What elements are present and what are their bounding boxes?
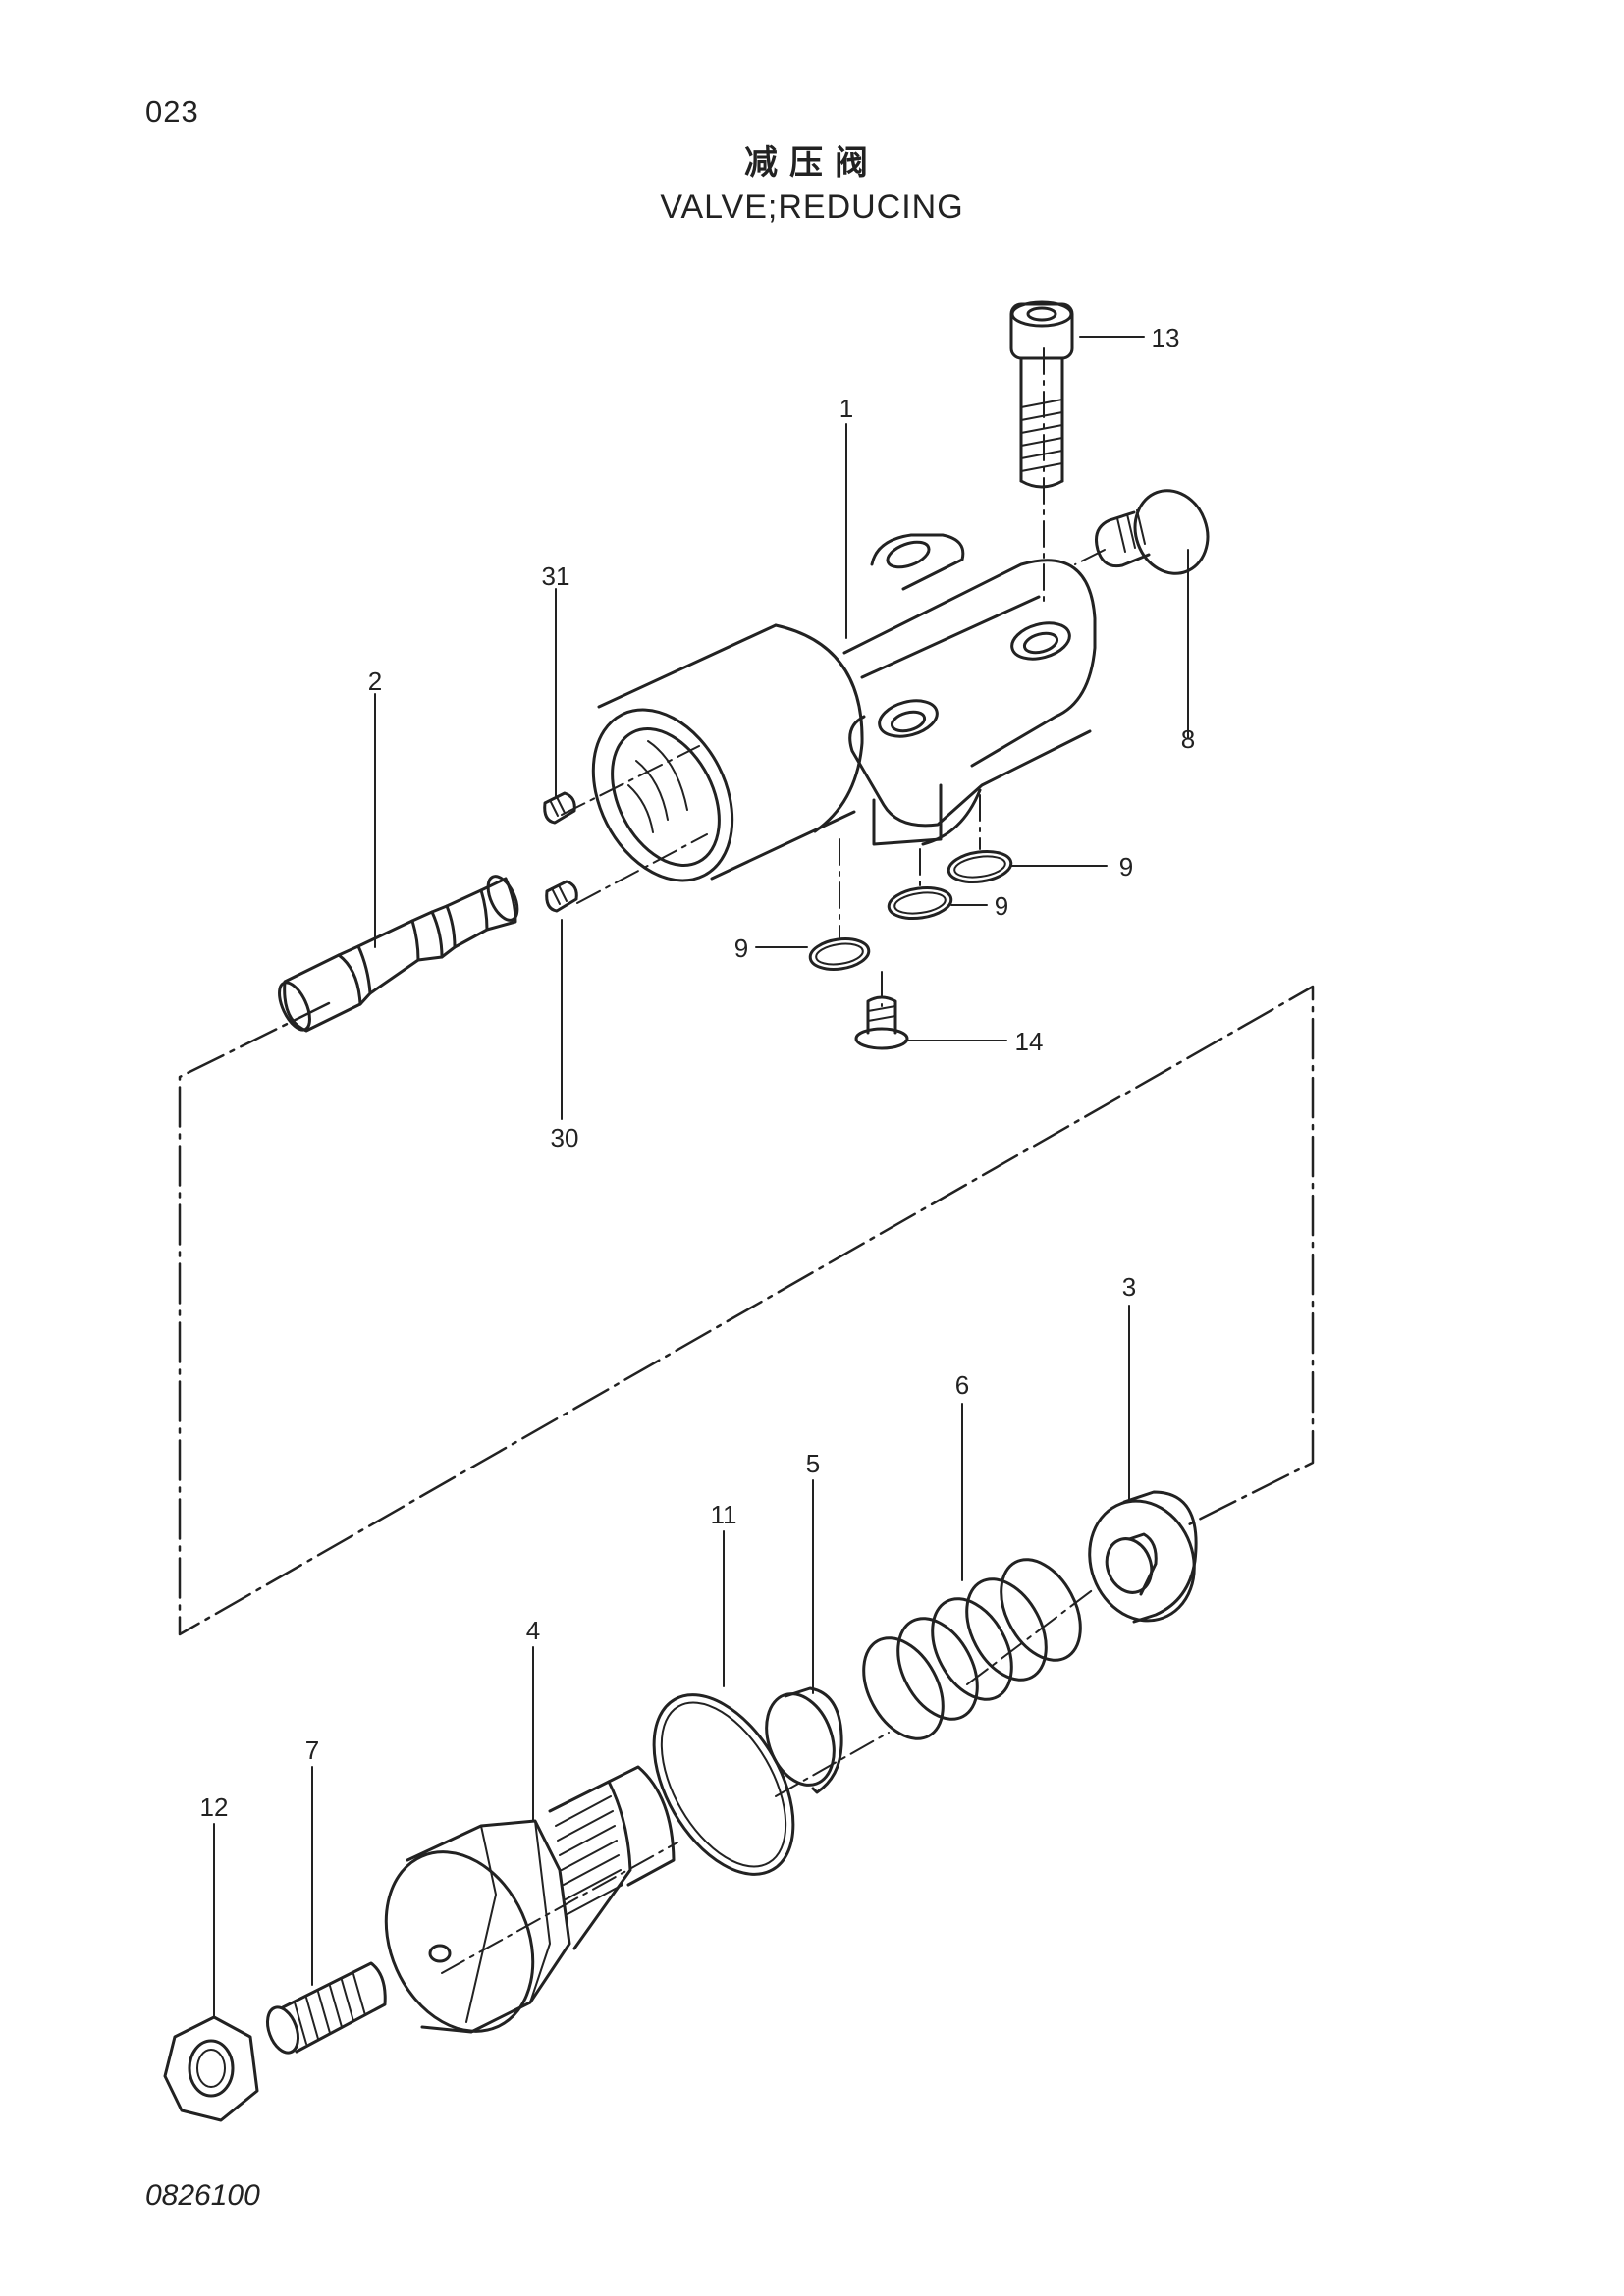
title-chinese: 减压阀	[744, 143, 880, 183]
spring-part-6	[862, 1558, 1082, 1740]
screw-plug-part-14	[854, 995, 909, 1050]
o-ring-part-9-c	[808, 937, 871, 971]
label-part-13: 13	[1152, 323, 1180, 352]
label-part-4: 4	[526, 1616, 540, 1645]
o-ring-part-9-a	[947, 849, 1013, 884]
label-part-12: 12	[200, 1792, 229, 1822]
small-plug-part-31	[543, 791, 576, 825]
o-ring-part-9-b	[887, 885, 953, 921]
housing-part-4	[384, 1765, 676, 2034]
label-part-9-b: 9	[995, 891, 1008, 921]
adjusting-screw-part-7	[265, 1961, 387, 2055]
part-labels: 13 1 31 2 8 9 9 9 14 30 3 6 5 11 4 7 12	[200, 323, 1196, 1822]
label-part-5: 5	[806, 1449, 820, 1478]
spool-part-2	[278, 875, 519, 1033]
label-part-9-c: 9	[734, 934, 748, 963]
label-part-14: 14	[1015, 1027, 1044, 1056]
label-part-6: 6	[955, 1370, 969, 1400]
label-part-3: 3	[1122, 1272, 1136, 1302]
center-lines	[441, 347, 1106, 1974]
bolt-part-13	[1009, 300, 1074, 489]
label-part-31: 31	[542, 561, 570, 591]
drawing-code: 0826100	[145, 2179, 260, 2212]
leader-lines	[213, 336, 1189, 2018]
assembly-boundary-line	[178, 985, 1315, 1636]
label-part-11: 11	[711, 1500, 737, 1529]
label-part-9-a: 9	[1119, 852, 1133, 881]
title-english: VALVE;REDUCING	[660, 188, 964, 226]
o-ring-part-11	[652, 1693, 795, 1876]
valve-body-part-1	[591, 533, 1097, 882]
spring-seat-part-3	[1088, 1490, 1198, 1624]
label-part-7: 7	[305, 1735, 319, 1765]
plug-part-8	[1095, 489, 1210, 575]
label-part-30: 30	[551, 1123, 579, 1152]
page-number: 023	[145, 94, 199, 129]
hex-nut-part-12	[163, 2015, 259, 2122]
label-part-1: 1	[839, 394, 853, 423]
disc-part-5	[765, 1686, 843, 1794]
label-part-2: 2	[368, 667, 382, 696]
small-plug-part-30	[545, 880, 578, 913]
label-part-8: 8	[1181, 724, 1195, 754]
